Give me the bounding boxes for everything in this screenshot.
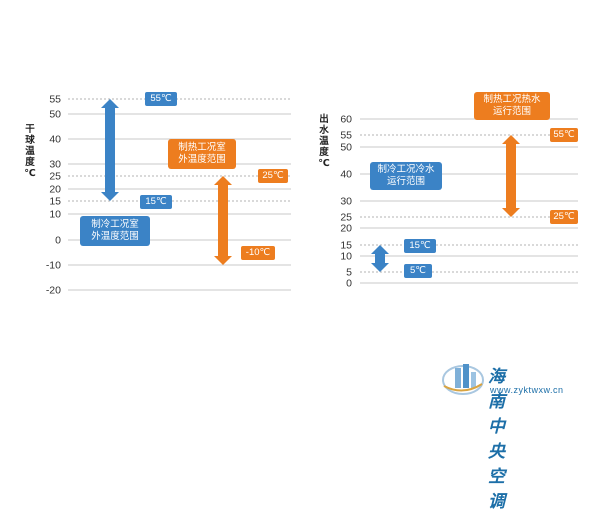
y-tick-20: 20 <box>340 223 352 235</box>
range-arrow-1-1 <box>101 99 119 201</box>
y-tick-25: 25 <box>49 171 61 183</box>
y-tick-25: 25 <box>340 212 352 224</box>
y-tick-15: 15 <box>49 196 61 208</box>
range-label-2-2: 制热工况热水 运行范围 <box>474 92 550 120</box>
range-arrow-2-2 <box>502 135 520 217</box>
y-tick-10: 10 <box>340 251 352 263</box>
y-tick-5: 5 <box>346 267 352 279</box>
y-tick--20: -20 <box>46 285 61 297</box>
y-tick-30: 30 <box>340 196 352 208</box>
y-tick-0: 0 <box>55 235 61 247</box>
y-tick-40: 40 <box>49 134 61 146</box>
range-max-label-1-2: 25℃ <box>258 169 288 183</box>
range-min-label-1-2: -10℃ <box>241 246 275 260</box>
chart-canvas: 55504030252015100-10-2060555040302520151… <box>46 94 578 297</box>
y-tick-20: 20 <box>49 184 61 196</box>
watermark-logo-icon <box>442 364 484 395</box>
range-max-label-2-1: 15℃ <box>404 239 436 253</box>
y-axis-label-2: 出 水 温 度 ℃ <box>318 114 330 169</box>
range-label-1-2: 制热工况室 外温度范围 <box>168 139 236 169</box>
range-arrow-1-2 <box>214 176 232 265</box>
y-tick--10: -10 <box>46 260 61 272</box>
y-tick-30: 30 <box>49 159 61 171</box>
y-tick-10: 10 <box>49 209 61 221</box>
range-label-2-1: 制冷工况冷水 运行范围 <box>370 162 442 190</box>
range-min-label-1-1: 15℃ <box>140 195 172 209</box>
y-tick-50: 50 <box>340 142 352 154</box>
y-tick-50: 50 <box>49 109 61 121</box>
range-label-1-1: 制冷工况室 外温度范围 <box>80 216 150 246</box>
y-tick-15: 15 <box>340 240 352 252</box>
y-tick-0: 0 <box>346 278 352 290</box>
y-tick-60: 60 <box>340 114 352 126</box>
range-min-label-2-1: 5℃ <box>404 264 432 278</box>
range-max-label-1-1: 55℃ <box>145 92 177 106</box>
y-axis-label-1: 干 球 温 度 ℃ <box>24 124 36 179</box>
y-tick-55: 55 <box>49 94 61 106</box>
range-max-label-2-2: 55℃ <box>550 128 578 142</box>
range-arrow-2-1 <box>371 245 389 272</box>
y-tick-40: 40 <box>340 169 352 181</box>
y-tick-55: 55 <box>340 130 352 142</box>
watermark-url: www.zyktwxw.cn <box>490 385 564 395</box>
range-min-label-2-2: 25℃ <box>550 210 578 224</box>
